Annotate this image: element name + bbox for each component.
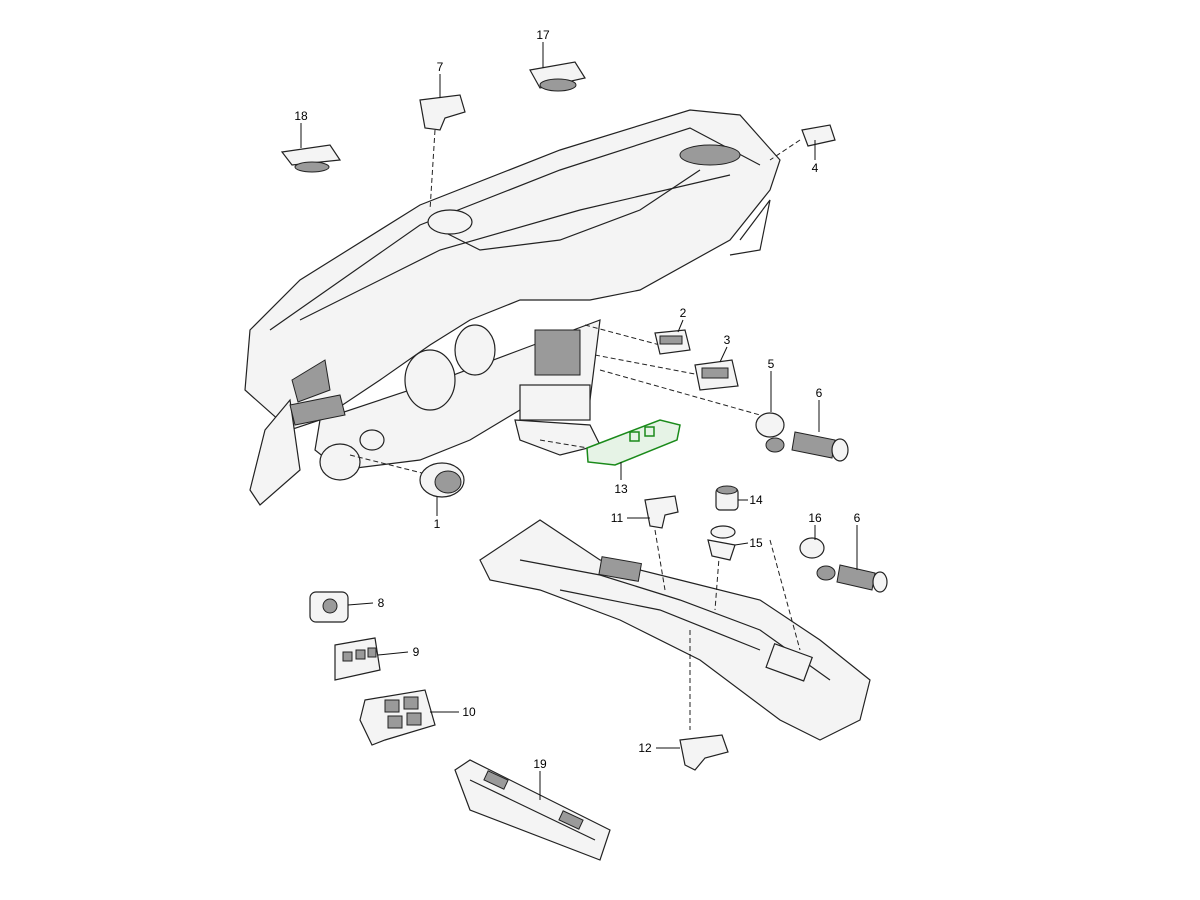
- part-17[interactable]: [529, 61, 586, 92]
- callout-7[interactable]: 7: [437, 60, 444, 74]
- callout-10[interactable]: 10: [462, 705, 476, 719]
- callout-1[interactable]: 1: [434, 517, 441, 531]
- part-6-lower[interactable]: [836, 564, 888, 593]
- callout-5[interactable]: 5: [768, 357, 775, 371]
- callout-3[interactable]: 3: [724, 333, 731, 347]
- callout-8[interactable]: 8: [378, 596, 385, 610]
- part-10[interactable]: [359, 689, 436, 746]
- part-8[interactable]: [309, 591, 349, 623]
- part-11[interactable]: [644, 495, 679, 529]
- part-16[interactable]: [799, 537, 836, 581]
- part-3[interactable]: [694, 359, 739, 391]
- part-12[interactable]: [679, 734, 729, 771]
- callout-16[interactable]: 16: [808, 511, 822, 525]
- callout-19[interactable]: 19: [533, 757, 547, 771]
- callout-6-upper[interactable]: 6: [816, 386, 823, 400]
- callout-labels: 17 7 18 4 2 3 5 6 13 1 14 11 16 6 15 8 9…: [294, 28, 860, 771]
- part-9[interactable]: [334, 637, 381, 681]
- callout-4[interactable]: 4: [812, 161, 819, 175]
- part-14[interactable]: [715, 485, 739, 511]
- part-19[interactable]: [454, 759, 611, 861]
- callout-12[interactable]: 12: [638, 741, 652, 755]
- part-1[interactable]: [419, 462, 465, 498]
- callout-leaders: [300, 42, 858, 800]
- center-console: [479, 519, 871, 741]
- part-6-upper[interactable]: [791, 431, 849, 462]
- part-4[interactable]: [801, 124, 836, 147]
- part-13[interactable]: [586, 419, 681, 466]
- callout-13[interactable]: 13: [614, 482, 628, 496]
- callout-15[interactable]: 15: [749, 536, 763, 550]
- part-2[interactable]: [654, 329, 691, 355]
- callout-17[interactable]: 17: [536, 28, 550, 42]
- dashboard-assembly: [244, 109, 781, 506]
- part-15[interactable]: [707, 525, 736, 561]
- callout-18[interactable]: 18: [294, 109, 308, 123]
- callout-2[interactable]: 2: [680, 306, 687, 320]
- part-7[interactable]: [419, 94, 466, 131]
- callout-14[interactable]: 14: [749, 493, 763, 507]
- callout-9[interactable]: 9: [413, 645, 420, 659]
- part-18[interactable]: [280, 144, 342, 173]
- callout-11[interactable]: 11: [611, 511, 624, 525]
- part-5[interactable]: [755, 412, 785, 453]
- callout-6-lower[interactable]: 6: [854, 511, 861, 525]
